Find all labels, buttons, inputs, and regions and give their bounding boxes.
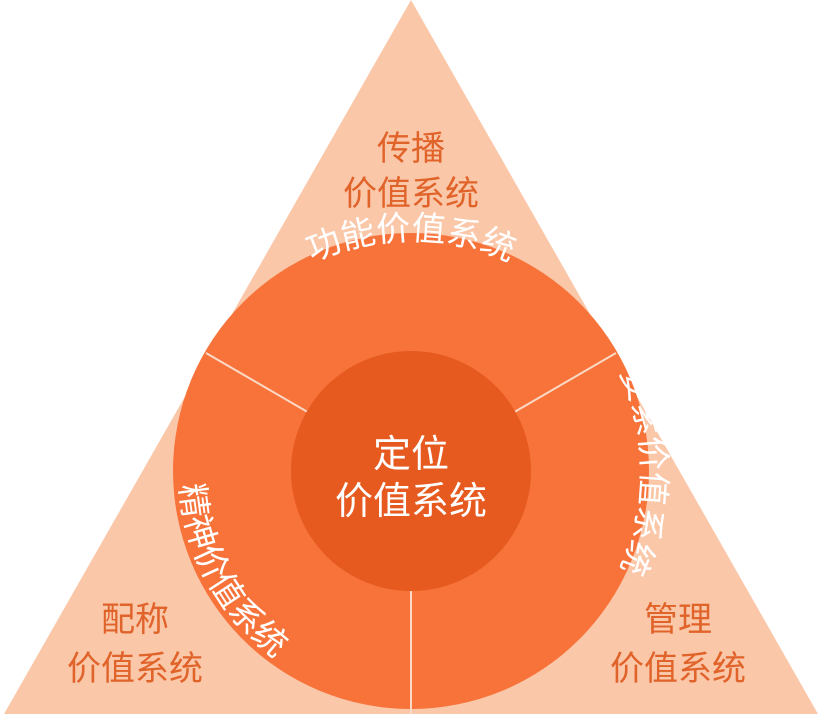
center-line1: 定位 xyxy=(373,432,449,476)
ring-divider-upper-left xyxy=(205,352,312,415)
bottom-right-corner-line2: 价值系统 xyxy=(610,649,746,689)
top-corner-line1: 传播 xyxy=(377,129,445,169)
top-corner-line2: 价值系统 xyxy=(343,174,479,214)
center-circle xyxy=(291,351,531,591)
ring-divider-upper-right xyxy=(510,352,617,415)
bottom-left-corner-line2: 价值系统 xyxy=(67,649,203,689)
bottom-left-corner-line1: 配称 xyxy=(101,600,169,640)
center-line2: 价值系统 xyxy=(335,479,487,523)
bottom-right-corner-line1: 管理 xyxy=(644,600,712,640)
